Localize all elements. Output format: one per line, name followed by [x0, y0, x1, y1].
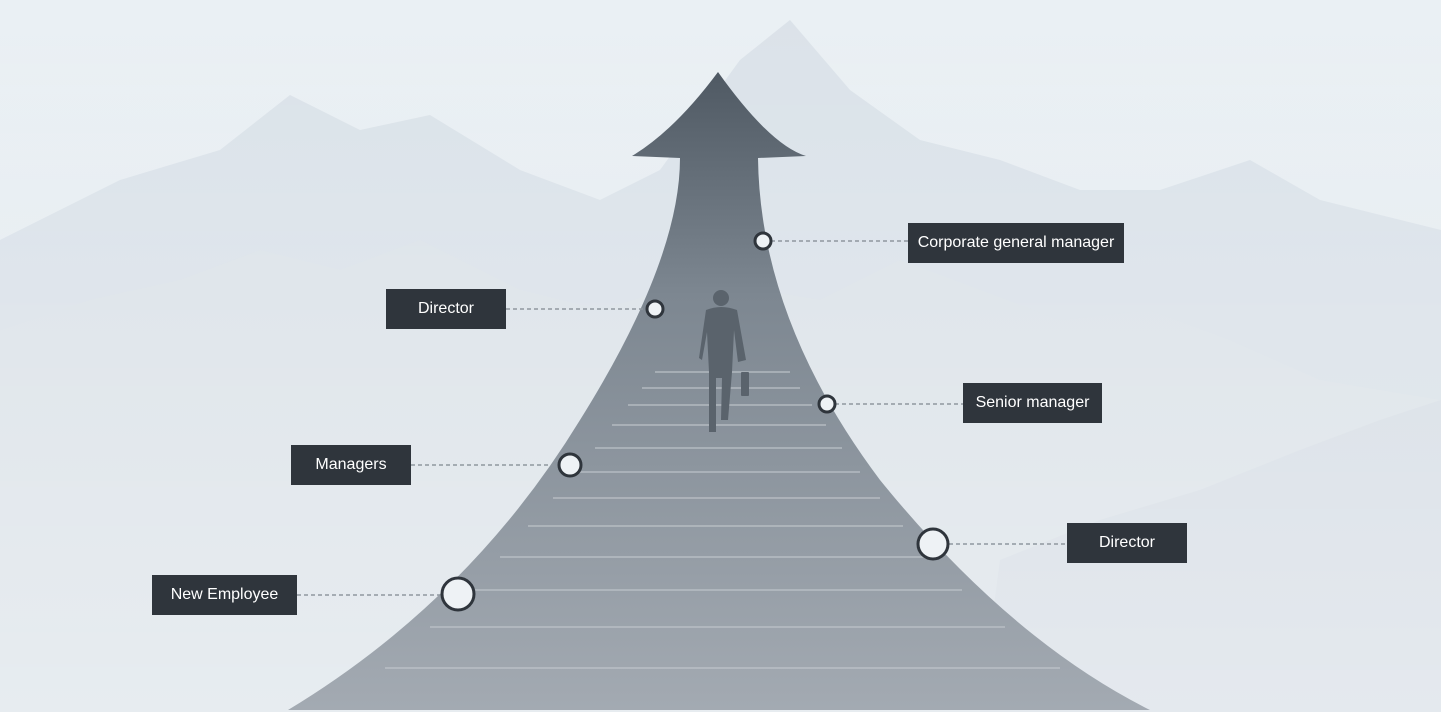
label-managers: Managers — [291, 445, 411, 485]
milestone-node-managers — [557, 452, 583, 478]
milestone-node-senior-manager — [817, 394, 837, 414]
businessman-walking-icon — [699, 290, 749, 432]
label-director-right: Director — [1067, 523, 1187, 563]
label-new-employee: New Employee — [152, 575, 297, 615]
milestone-node-director-left — [645, 299, 665, 319]
milestone-node-corporate-gm — [753, 231, 773, 251]
label-senior-manager: Senior manager — [963, 383, 1102, 423]
milestone-node-new-employee — [440, 576, 476, 612]
label-director-left: Director — [386, 289, 506, 329]
label-corporate-general-manager: Corporate general manager — [908, 223, 1124, 263]
road-steps — [385, 371, 1060, 669]
milestone-node-director-right — [916, 527, 950, 561]
